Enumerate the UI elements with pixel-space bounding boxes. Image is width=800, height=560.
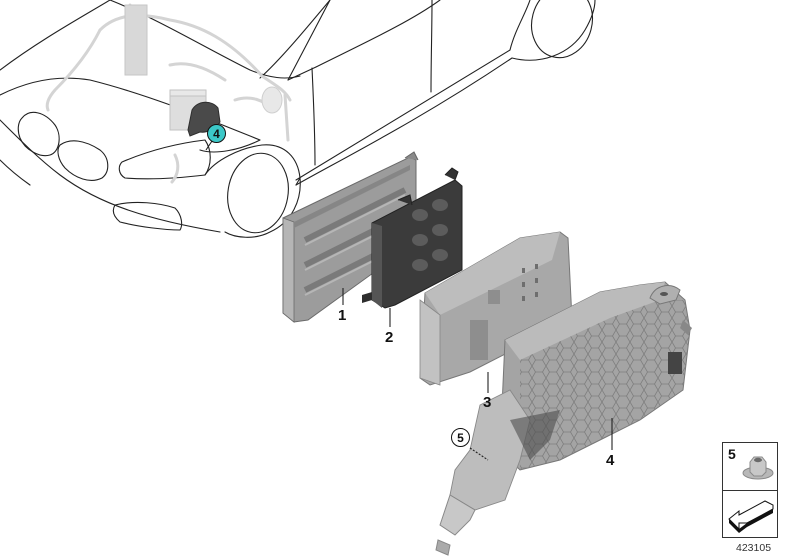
callout-label: 5 bbox=[457, 430, 464, 445]
engine-bay-harness bbox=[45, 3, 292, 184]
callout-1[interactable]: 1 bbox=[338, 307, 347, 324]
vehicle-locator-callout-4[interactable]: 4 bbox=[207, 124, 226, 143]
engine-bay-components bbox=[124, 4, 283, 137]
callout-4[interactable]: 4 bbox=[606, 452, 615, 469]
part-2-bracket bbox=[362, 167, 463, 309]
vehicle-outline bbox=[0, 0, 596, 238]
callout-5-circled[interactable]: 5 bbox=[451, 428, 470, 447]
legend-arrow-cell bbox=[723, 491, 777, 538]
legend-item-5[interactable]: 5 bbox=[723, 443, 777, 491]
callout-3[interactable]: 3 bbox=[483, 394, 492, 411]
callout-label: 4 bbox=[213, 126, 220, 141]
part-4-carrier bbox=[435, 281, 692, 556]
callout-2[interactable]: 2 bbox=[385, 329, 394, 346]
part-3-housing bbox=[419, 231, 573, 386]
diagram-id-label: 423105 bbox=[736, 542, 772, 554]
leader-lines bbox=[205, 140, 613, 461]
legend-item-number: 5 bbox=[728, 446, 736, 462]
parts-legend-box: 5 bbox=[722, 442, 778, 538]
arrow-left-down-icon bbox=[728, 500, 774, 533]
hex-collar-nut-icon bbox=[742, 456, 774, 480]
